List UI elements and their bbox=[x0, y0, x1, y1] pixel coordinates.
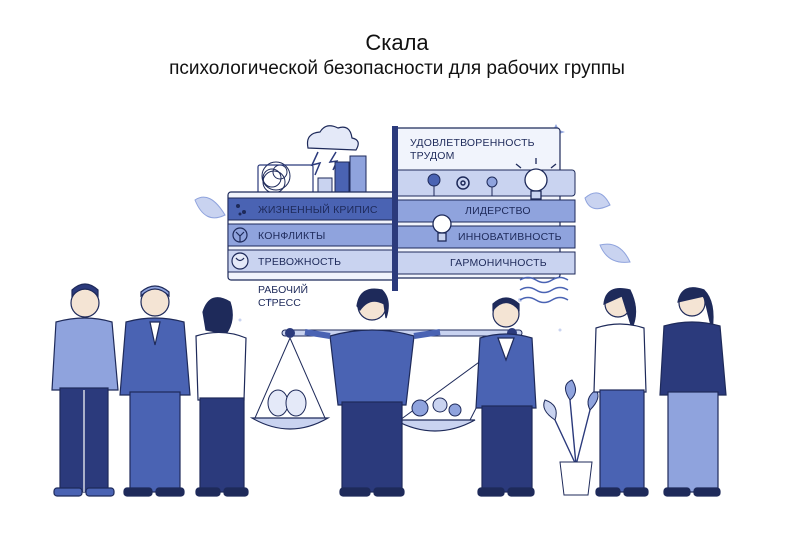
leaf-icon bbox=[194, 192, 631, 263]
left-item-3: ТРЕВОЖНОСТЬ bbox=[258, 256, 341, 268]
stress-board bbox=[227, 191, 399, 281]
page-subtitle: психологической безопасности для рабочих… bbox=[169, 58, 625, 79]
scatter-icon bbox=[236, 204, 246, 216]
person-2 bbox=[119, 285, 191, 497]
gear-icon bbox=[456, 176, 470, 190]
flower-icon bbox=[427, 173, 498, 196]
plant-icon bbox=[232, 227, 248, 243]
brain-icon bbox=[231, 252, 249, 270]
person-1 bbox=[51, 283, 119, 497]
person-7 bbox=[659, 287, 727, 497]
wave-icon bbox=[519, 276, 569, 304]
gear-icon bbox=[411, 397, 462, 417]
tangled-scribble-icon bbox=[261, 161, 291, 194]
right-item-1: ЛИДЕРСТВО bbox=[465, 205, 531, 217]
person-3 bbox=[195, 297, 249, 497]
masks-icon bbox=[267, 389, 307, 417]
plant-icon bbox=[543, 379, 599, 496]
right-item-2: ИННОВАТИВНОСТЬ bbox=[458, 231, 562, 243]
lightbulb-icon bbox=[432, 214, 452, 242]
stress-label-line1: РАБОЧИЙ bbox=[258, 283, 308, 296]
right-header-line1: УДОВЛЕТВОРЕННОСТЬ bbox=[410, 137, 535, 149]
lightbulb-icon bbox=[515, 158, 557, 200]
right-item-3: ГАРМОНИЧНОСТЬ bbox=[450, 257, 547, 269]
balance-scale bbox=[249, 328, 523, 432]
person-6 bbox=[593, 288, 649, 497]
city-icon bbox=[317, 155, 367, 193]
page-title: Скала bbox=[365, 30, 429, 55]
scale-pole bbox=[392, 126, 398, 291]
right-header-line2: ТРУДОМ bbox=[410, 150, 455, 162]
stress-label-line2: СТРЕСС bbox=[258, 297, 301, 309]
storm-cloud-icon bbox=[306, 125, 359, 176]
person-4 bbox=[304, 288, 441, 497]
left-item-1: ЖИЗНЕННЫЙ КРИПИС bbox=[258, 203, 378, 216]
left-item-2: КОНФЛИКТЫ bbox=[258, 230, 325, 242]
person-5 bbox=[475, 297, 537, 497]
